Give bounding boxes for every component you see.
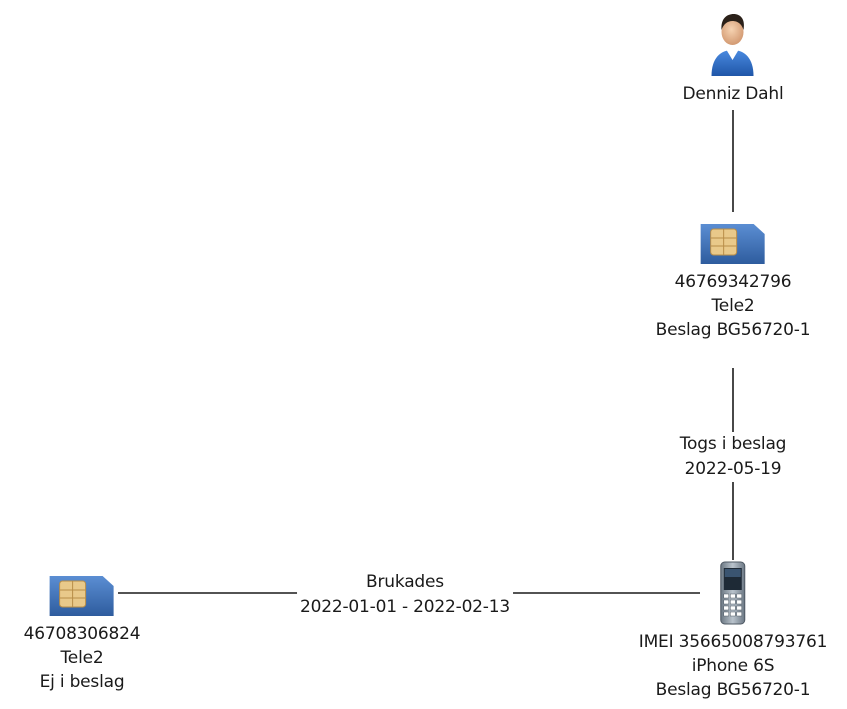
phone-node[interactable]: IMEI 35665008793761 iPhone 6S Beslag BG5… <box>639 560 827 702</box>
person-name: Denniz Dahl <box>682 84 784 104</box>
sim-node-top[interactable]: 46769342796 Tele2 Beslag BG56720-1 <box>656 218 811 342</box>
edge-label-period: 2022-01-01 - 2022-02-13 <box>300 597 510 617</box>
person-icon <box>683 8 784 82</box>
sim-operator: Tele2 <box>60 648 104 668</box>
sim-card-icon <box>24 570 141 622</box>
sim-operator: Tele2 <box>711 296 755 316</box>
sim-card-icon <box>656 218 811 270</box>
edge-label-used: Brukades 2022-01-01 - 2022-02-13 <box>297 570 513 620</box>
edge-label-seized: Togs i beslag 2022-05-19 <box>676 432 790 482</box>
phone-status: Beslag BG56720-1 <box>655 680 811 700</box>
sim-status: Ej i beslag <box>39 672 125 692</box>
mobile-phone-icon <box>639 560 827 630</box>
person-node[interactable]: Denniz Dahl <box>683 8 784 106</box>
sim-number: 46769342796 <box>674 272 792 292</box>
sim-node-left[interactable]: 46708306824 Tele2 Ej i beslag <box>24 570 141 694</box>
edge-label-date: 2022-05-19 <box>684 459 782 479</box>
sim-number: 46708306824 <box>23 624 141 644</box>
edge-label-text: Togs i beslag <box>679 434 787 454</box>
edge-label-text: Brukades <box>366 572 444 592</box>
sim-status: Beslag BG56720-1 <box>655 320 811 340</box>
phone-model: iPhone 6S <box>691 656 775 676</box>
phone-imei: IMEI 35665008793761 <box>638 632 828 652</box>
